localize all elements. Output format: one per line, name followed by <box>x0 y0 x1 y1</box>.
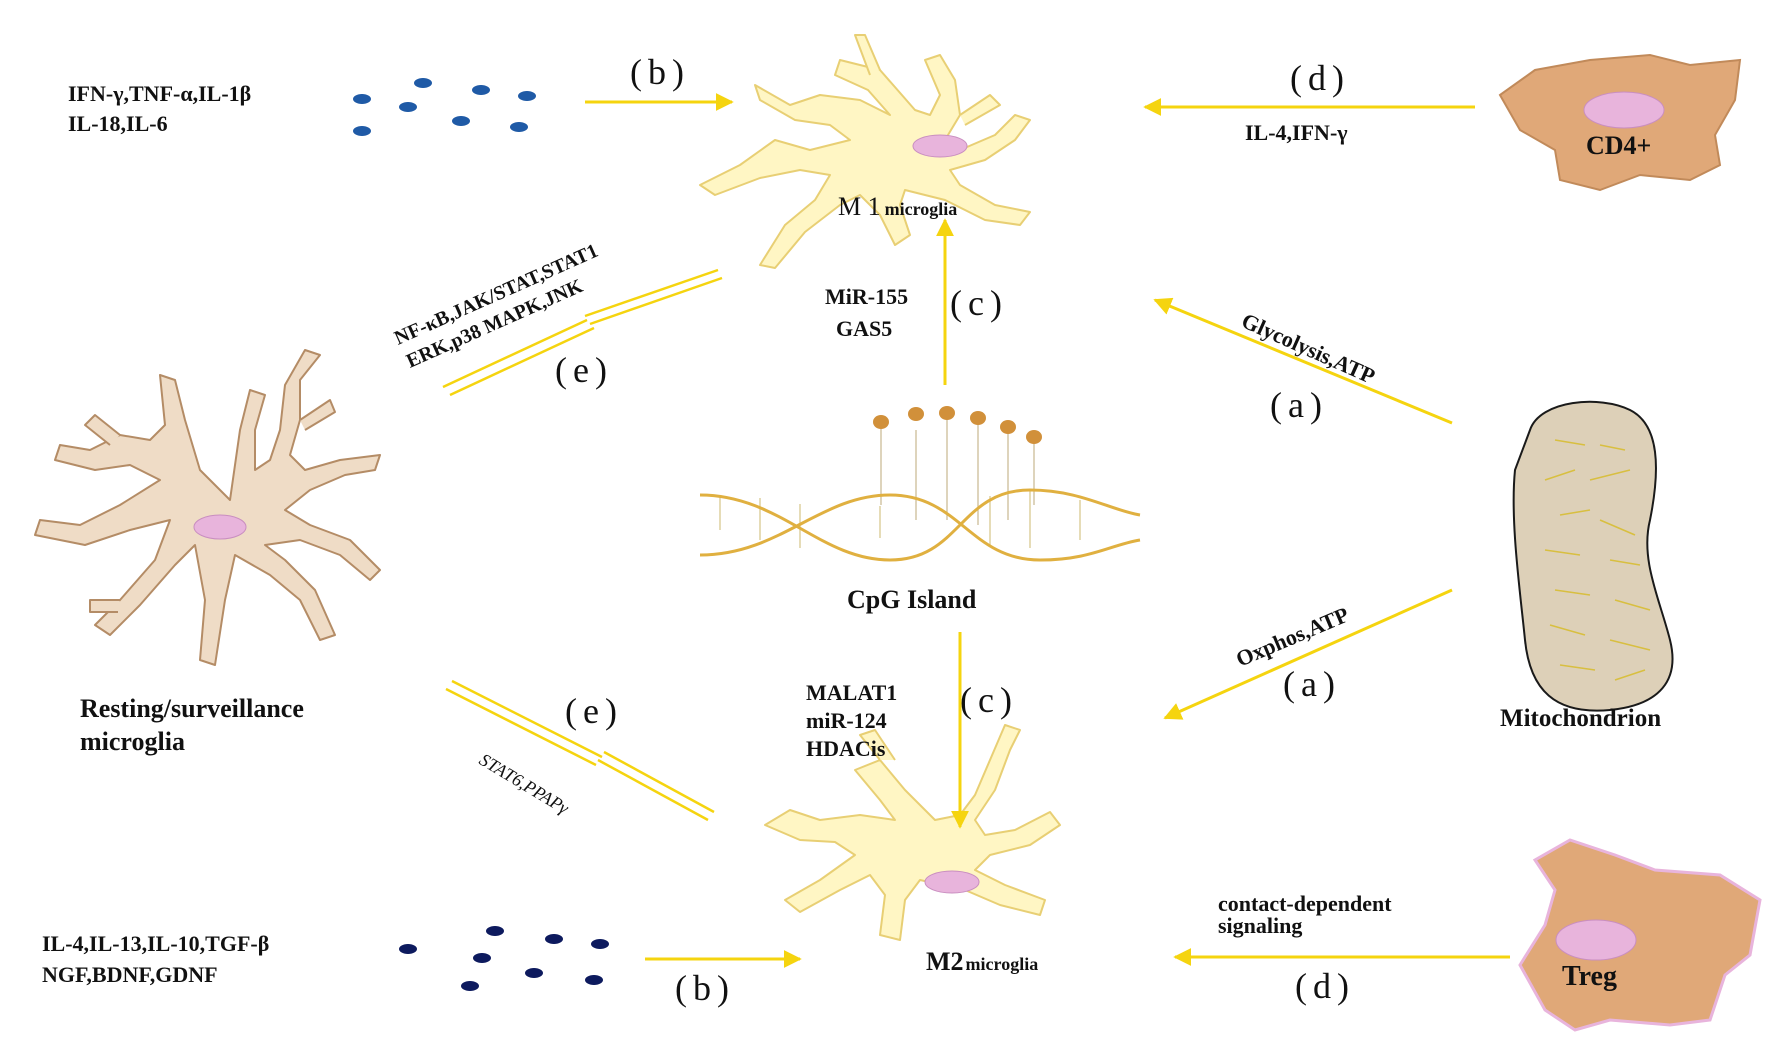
cpg-island-dna <box>699 406 1141 562</box>
treg-signal-line1: contact-dependent <box>1218 891 1392 916</box>
resting-label-line1: Resting/surveillance <box>80 694 304 723</box>
m2-epigenetic-line2: miR-124 <box>806 708 887 733</box>
cd4-label: CD4+ <box>1586 131 1651 160</box>
resting-microglia-cell <box>34 349 381 666</box>
treg-nucleus <box>1555 919 1637 961</box>
m2-nucleus <box>924 870 980 894</box>
tag-b-top: (b) <box>630 52 690 92</box>
m2-microglia-cell <box>764 724 1061 941</box>
glycolysis-label: Glycolysis,ATP <box>1238 308 1379 389</box>
resting-label-line2: microglia <box>80 727 185 756</box>
m2-cytokines-line1: IL-4,IL-13,IL-10,TGF-β <box>42 931 269 956</box>
m1-epigenetic-line1: MiR-155 <box>825 284 908 309</box>
resting-nucleus <box>193 514 247 540</box>
m2-cytokines-line2: NGF,BDNF,GDNF <box>42 962 218 987</box>
tag-a-bottom: (a) <box>1283 664 1341 704</box>
m2-epigenetic-line1: MALAT1 <box>806 680 897 705</box>
treg-label: Treg <box>1562 961 1617 992</box>
pathway-connector-m1 <box>442 268 723 397</box>
treg-signal-line2: signaling <box>1218 913 1302 938</box>
tag-c-top: (c) <box>950 283 1008 323</box>
pathway-connector-m2 <box>445 679 715 822</box>
mitochondrion-shape <box>1512 400 1674 712</box>
m2-epigenetic-line3: HDACis <box>806 736 886 761</box>
m1-epigenetic-line2: GAS5 <box>836 316 892 341</box>
arrow-a-m1 <box>1153 297 1453 425</box>
m2-pathways-label: STAT6,PPAPγ <box>476 749 573 818</box>
tag-e-top: (e) <box>555 350 613 390</box>
tag-a-top: (a) <box>1270 385 1328 425</box>
treg-cell <box>1518 838 1762 1032</box>
m1-cytokines-line1: IFN-γ,TNF-α,IL-1β <box>68 81 251 106</box>
arrow-a-m2 <box>1163 588 1453 720</box>
cd4-signal-label: IL-4,IFN-γ <box>1245 120 1348 145</box>
mitochondrion-label: Mitochondrion <box>1500 705 1661 732</box>
tag-d-bottom: (d) <box>1295 966 1355 1006</box>
m2-cytokine-dots <box>399 926 609 991</box>
tag-b-bottom: (b) <box>675 968 735 1008</box>
tag-d-top: (d) <box>1290 58 1350 98</box>
tag-e-bottom: (e) <box>565 691 623 731</box>
tag-c-bottom: (c) <box>960 680 1018 720</box>
m1-microglia-cell <box>699 34 1031 269</box>
m1-nucleus <box>912 134 968 158</box>
cd4-nucleus <box>1583 91 1665 129</box>
cpg-label: CpG Island <box>847 585 977 614</box>
m1-cytokine-dots <box>353 78 536 136</box>
m1-cytokines-line2: IL-18,IL-6 <box>68 111 168 136</box>
